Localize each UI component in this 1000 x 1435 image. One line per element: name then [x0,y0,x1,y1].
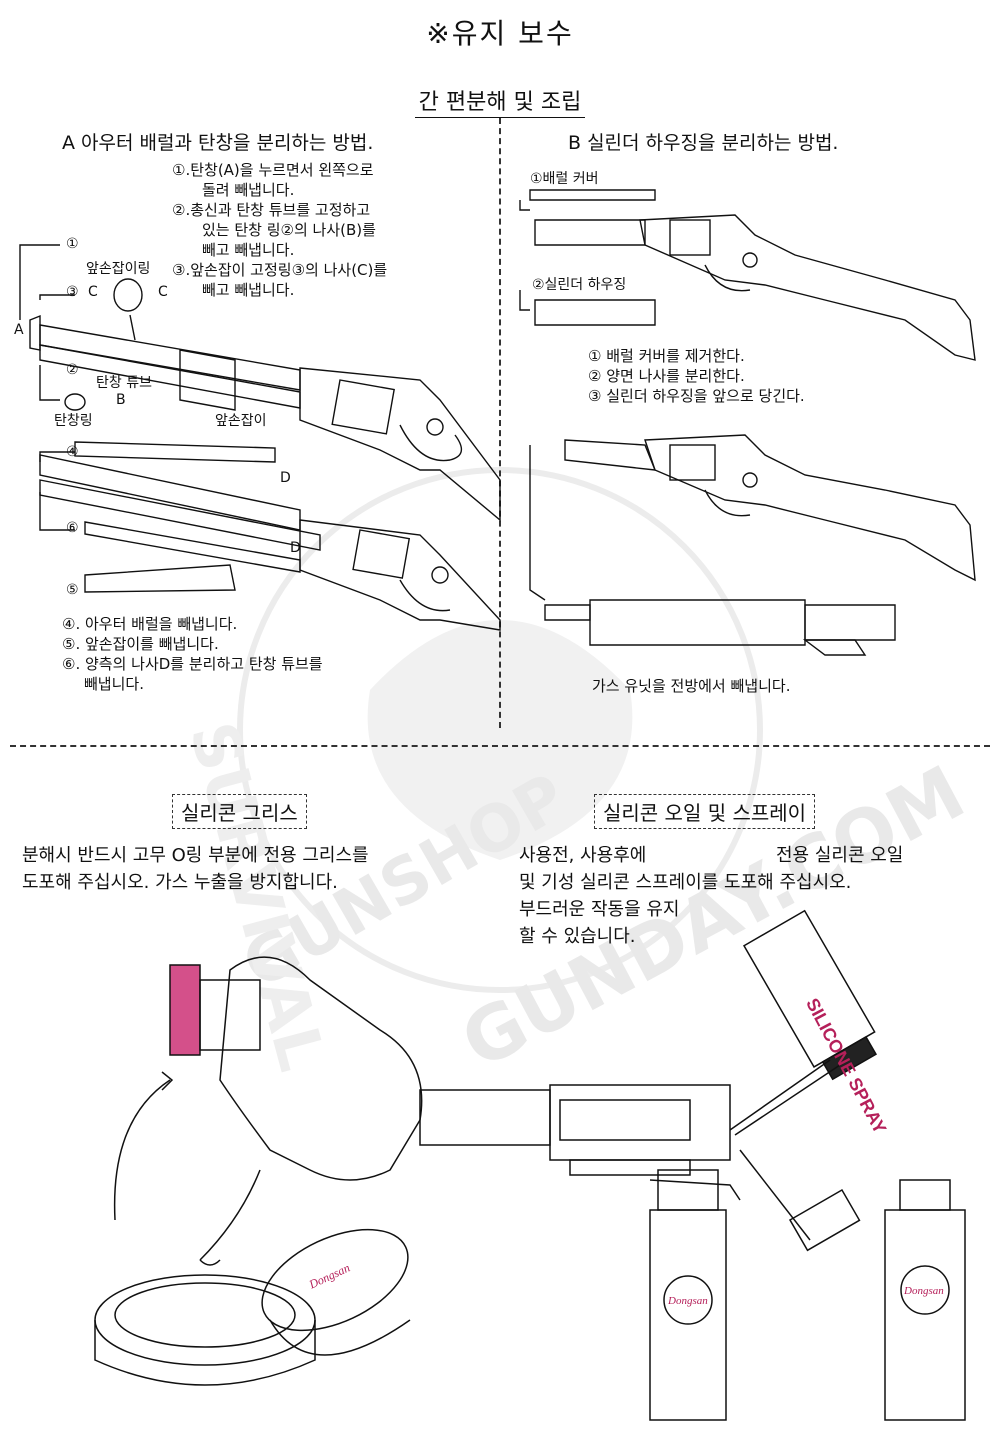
label-c-right: C [158,284,168,300]
step-b-2: ② 양면 나사를 분리한다. [588,367,745,385]
rifle-disassembly-a-diagram [19,244,501,631]
label-b: B [116,392,126,408]
maintenance-illustration: SILICONE SPRAY Dongsan Dongsan Dongsan [94,909,966,1421]
step-a-2b: 있는 탄창 링②의 나사(B)를 [202,221,376,239]
label-c-left: C [88,284,98,300]
bottle-brand-2: Dongsan [903,1285,944,1297]
label-circle-5: ⑤ [66,582,79,598]
step-a-2c: 빼고 빼냅니다. [202,241,295,259]
grease-line-1: 분해시 반드시 고무 O링 부분에 전용 그리스를 [22,845,369,866]
label-cylinder-housing: ②실린더 하우징 [532,277,627,293]
section-b-heading: B 실린더 하우징을 분리하는 방법. [568,132,839,154]
label-barrel-cover: ①배럴 커버 [530,171,599,187]
label-forend-ring: 앞손잡이링 [86,261,151,277]
label-d-2: D [290,540,301,556]
section-a-steps: ①.탄창(A)을 누르면서 왼쪽으로 돌려 빼냅니다. ②.총신과 탄창 튜브를… [172,160,482,300]
grease-brand: Dongsan [306,1260,352,1291]
step-a-2: ②.총신과 탄창 튜브를 고정하고 [172,201,371,219]
page-subtitle: 간 편분해 및 조립 [0,84,1000,118]
oil-line-3: 부드러운 작동을 유지 [519,899,680,920]
step-a-4: ④. 아우터 배럴을 빼냅니다. [62,615,238,633]
label-circle-2: ② [66,362,79,378]
label-circle-1: ① [66,236,79,252]
section-b-steps: ① 배럴 커버를 제거한다. ② 양면 나사를 분리한다. ③ 실린더 하우징을… [588,346,918,406]
label-mag-tube: 탄창 튜브 [96,375,152,391]
label-circle-4: ④ [66,444,79,460]
step-a-6b: 빼냅니다. [84,675,144,693]
bottle-brand-1: Dongsan [667,1295,708,1307]
oil-heading: 실리콘 오일 및 스프레이 [594,794,816,829]
oil-line-1b: 전용 실리콘 오일 [776,845,904,866]
label-circle-3: ③ [66,284,79,300]
grease-text: 분해시 반드시 고무 O링 부분에 전용 그리스를 도포해 주십시오. 가스 누… [22,842,492,896]
oil-text: 및 기성 실리콘 스프레이를 도포해 주십시오. 부드러운 작동을 유지 할 수… [519,869,989,950]
subtitle-text: 간 편분해 및 조립 [414,90,586,118]
label-circle-6: ⑥ [66,520,79,536]
oil-line-2: 및 기성 실리콘 스프레이를 도포해 주십시오. [519,872,852,893]
step-b-3: ③ 실린더 하우징을 앞으로 당긴다. [588,387,805,405]
grease-line-2: 도포해 주십시오. 가스 누출을 방지합니다. [22,872,338,893]
page-title: ※유지 보수 [426,17,574,50]
rifle-disassembly-b-diagram [519,189,976,656]
label-d-1: D [280,470,291,486]
label-mag-ring: 탄창링 [54,413,93,429]
step-a-1b: 돌려 빼냅니다. [202,181,295,199]
grease-heading: 실리콘 그리스 [172,794,307,829]
step-a-6: ⑥. 양측의 나사D를 분리하고 탄창 튜브를 [62,655,323,673]
section-a-steps-2: ④. 아우터 배럴을 빼냅니다. ⑤. 앞손잡이를 빼냅니다. ⑥. 양측의 나… [62,614,482,694]
vertical-divider [499,118,501,728]
step-b-1: ① 배럴 커버를 제거한다. [588,347,745,365]
gas-unit-note: 가스 유닛을 전방에서 빼냅니다. [592,677,791,695]
step-a-3b: 빼고 빼냅니다. [202,281,295,299]
step-a-3: ③.앞손잡이 고정링③의 나사(C)를 [172,261,388,279]
step-a-5: ⑤. 앞손잡이를 빼냅니다. [62,635,219,653]
label-a: A [14,322,24,338]
step-a-1: ①.탄창(A)을 누르면서 왼쪽으로 [172,161,374,179]
section-a-heading: A 아우터 배럴과 탄창을 분리하는 방법. [62,132,374,154]
oil-line-4: 할 수 있습니다. [519,926,636,947]
oil-line-1a: 사용전, 사용후에 [519,845,647,866]
label-forend: 앞손잡이 [215,413,267,429]
horizontal-divider [10,745,990,747]
